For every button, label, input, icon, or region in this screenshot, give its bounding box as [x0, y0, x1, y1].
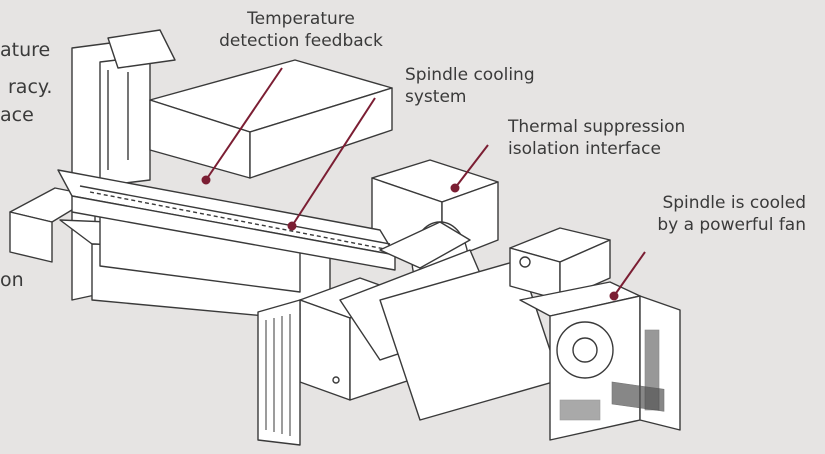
callout-temperature-detection: Temperature detection feedback: [196, 8, 406, 52]
left-text-fragment-3: ace: [0, 104, 34, 126]
callout-line: Thermal suppression: [508, 117, 686, 137]
leader-temperature: [205, 67, 283, 181]
leader-spindle-cooling: [291, 97, 376, 227]
callout-line: Spindle is cooled: [662, 193, 806, 213]
leader-thermal: [454, 144, 489, 189]
callout-thermal-suppression: Thermal suppression isolation interface: [508, 116, 685, 160]
leader-fan: [613, 251, 646, 297]
callout-spindle-cooling: Spindle cooling system: [405, 64, 535, 108]
left-text-fragment-4: on: [0, 269, 24, 291]
callout-line: isolation interface: [508, 139, 661, 159]
callout-line: by a powerful fan: [657, 215, 806, 235]
callout-line: Spindle cooling: [405, 65, 535, 85]
fan-grill: [559, 329, 665, 421]
left-text-fragment-1: ature: [0, 39, 51, 61]
callout-fan-cooled: Spindle is cooled by a powerful fan: [600, 192, 806, 236]
leader-lines: [201, 67, 646, 301]
callout-line: system: [405, 87, 467, 107]
callout-line: detection feedback: [219, 31, 383, 51]
front-panel: [257, 299, 301, 446]
callout-line: Temperature: [247, 9, 355, 29]
left-text-fragment-2: racy.: [8, 76, 53, 98]
